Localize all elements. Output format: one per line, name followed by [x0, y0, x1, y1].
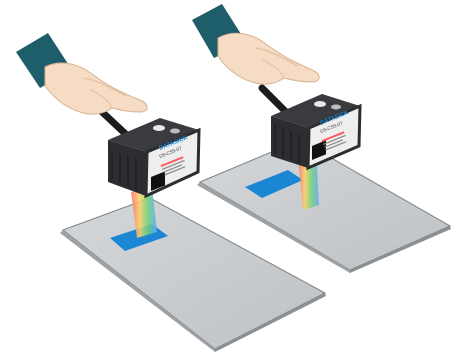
hand-left: [16, 33, 147, 114]
sensor-right: DATASICK DS-CSS-07: [262, 88, 360, 168]
sensor-left: DATASICK DS-CSS-07: [100, 110, 199, 196]
hand-right: [192, 4, 319, 84]
scene-right: DATASICK DS-CSS-07: [192, 4, 451, 273]
